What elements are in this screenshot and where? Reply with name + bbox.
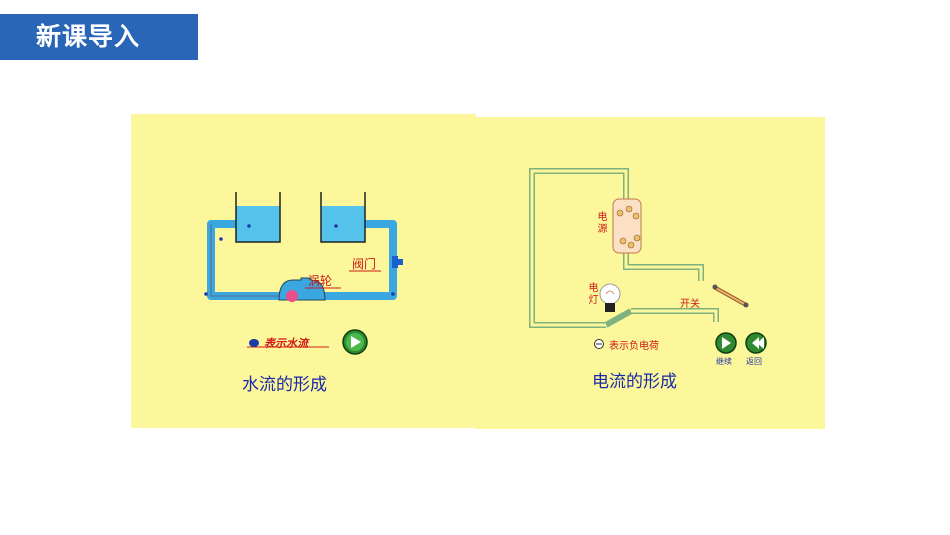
right-water-tank xyxy=(321,206,365,242)
water-flow-panel: 涡轮 阀门 表示水流 水流的形成 xyxy=(131,114,476,428)
switch-icon xyxy=(712,284,749,308)
electric-legend-text: 表示负电荷 xyxy=(609,341,659,352)
valve-label: 阀门 xyxy=(352,257,377,271)
negative-charge-icon xyxy=(594,339,604,349)
section-title: 新课导入 xyxy=(0,14,198,60)
water-drop-icon xyxy=(249,339,259,347)
turbine-label: 涡轮 xyxy=(308,274,333,288)
electric-current-panel: 电源 电灯 开关 表示负电荷 电流的形成 继续 返回 xyxy=(476,117,825,429)
back-label[interactable]: 返回 xyxy=(746,357,762,366)
switch-label: 开关 xyxy=(680,299,700,310)
back-button[interactable] xyxy=(745,332,767,354)
lamp-label: 电灯 xyxy=(586,282,597,306)
electric-circuit-diagram xyxy=(529,168,767,354)
water-legend-text: 表示水流 xyxy=(264,337,308,350)
turbine-icon xyxy=(286,290,298,302)
water-play-button[interactable] xyxy=(342,329,368,355)
battery-icon xyxy=(612,198,642,254)
water-circuit-diagram xyxy=(204,192,403,355)
continue-label[interactable]: 继续 xyxy=(716,357,732,366)
water-caption: 水流的形成 xyxy=(242,375,327,395)
source-label: 电源 xyxy=(595,211,606,235)
light-bulb-icon xyxy=(599,283,621,312)
valve-icon xyxy=(392,256,398,268)
left-water-tank xyxy=(236,206,280,242)
electric-caption: 电流的形成 xyxy=(592,372,677,392)
continue-button[interactable] xyxy=(715,332,737,354)
